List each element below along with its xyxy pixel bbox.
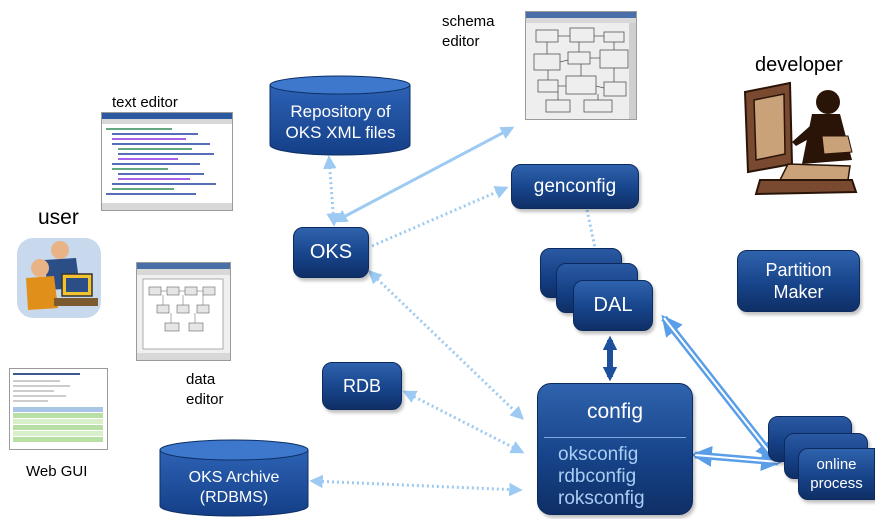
schema-editor-label: schema editor <box>442 13 495 50</box>
arrow-oks-schema-editor <box>333 126 515 223</box>
rdb-node: RDB <box>322 362 402 410</box>
genconfig-node: genconfig <box>511 164 639 209</box>
developer-clipart-icon <box>740 80 860 198</box>
text-editor-label: text editor <box>112 94 178 111</box>
config-divider <box>544 437 686 438</box>
online-process-node: online process <box>798 448 875 500</box>
config-item-rdbconfig: rdbconfig <box>558 466 637 487</box>
text-editor-screenshot-icon <box>101 112 233 211</box>
oks-archive-label: OKS Archive (RDBMS) <box>188 469 280 506</box>
dal-node: DAL <box>573 280 653 331</box>
config-items: oksconfig rdbconfig roksconfig <box>538 444 692 510</box>
schema-editor-screenshot-icon <box>525 11 637 120</box>
arrow-oks-genconfig <box>371 186 509 248</box>
config-item-roksconfig: roksconfig <box>558 488 645 509</box>
web-gui-label: Web GUI <box>26 463 88 480</box>
developer-label: developer <box>755 54 843 76</box>
arrow-genconfig-dal <box>585 209 603 265</box>
user-clipart-icon <box>17 238 101 318</box>
user-label: user <box>38 206 79 229</box>
partition-maker-node: Partition Maker <box>737 250 860 312</box>
config-title: config <box>586 400 644 423</box>
arrow-oks-repository <box>323 155 340 227</box>
data-editor-screenshot-icon <box>136 262 231 361</box>
data-editor-label: data editor <box>186 371 224 408</box>
config-node: config oksconfig rdbconfig roksconfig <box>537 383 693 515</box>
web-gui-screenshot-icon <box>9 368 108 450</box>
oks-archive-cylinder <box>159 439 309 517</box>
oks-node: OKS <box>293 227 369 278</box>
config-item-oksconfig: oksconfig <box>558 444 639 465</box>
arrow-archive-config <box>309 474 523 497</box>
repository-cylinder <box>269 75 411 156</box>
repository-label: Repository of OKS XML files <box>285 102 396 142</box>
arrow-rdb-config <box>402 390 525 454</box>
